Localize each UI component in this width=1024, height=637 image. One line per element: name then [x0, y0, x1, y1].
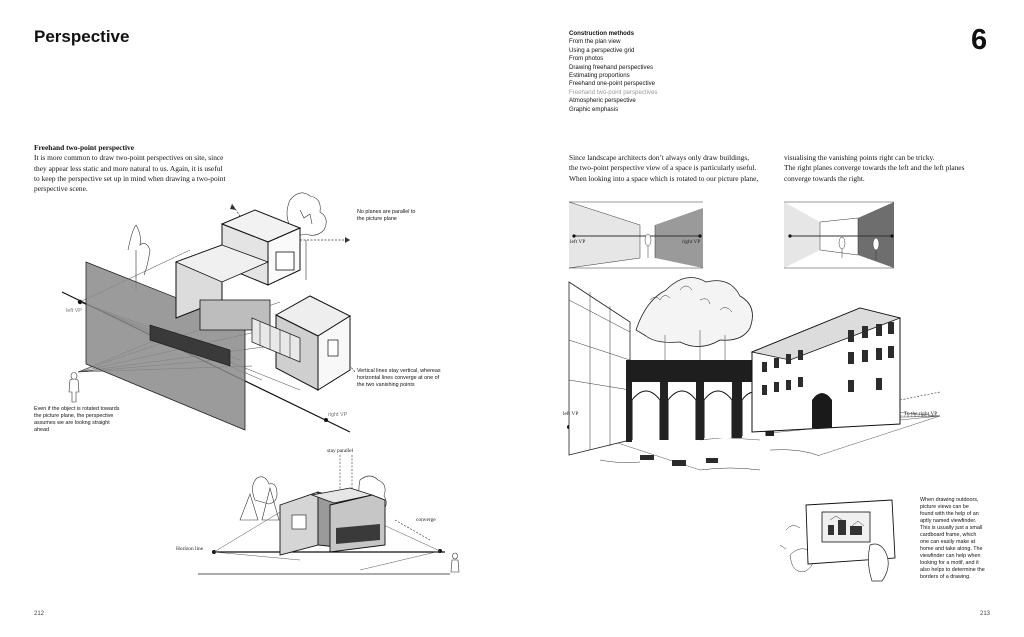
intro-line: to keep the perspective set up in mind w…	[34, 173, 226, 183]
stay-parallel-label: stay parallel	[327, 448, 354, 454]
caption-line: Even if the object is rotated towards	[34, 406, 120, 412]
left-vp-dot	[77, 299, 83, 305]
caption-line: aptly named viewfinder.	[920, 518, 977, 524]
caption-line: horizontal lines converge at one of	[357, 375, 440, 381]
menu-item[interactable]: Atmospheric perspective	[569, 97, 636, 105]
menu-item[interactable]: From the plan view	[569, 38, 621, 46]
caption-line: the picture plane	[357, 216, 397, 222]
hand-sketch	[868, 543, 889, 582]
section-heading: Freehand two-point perspective	[34, 143, 135, 152]
caption-line: This is usually just a small	[920, 525, 983, 531]
intro-line: It is more common to draw two-point pers…	[34, 153, 224, 163]
caption-line: No planes are parallel to	[357, 209, 416, 215]
menu-item[interactable]: Estimating proportions	[569, 72, 630, 80]
body-line: visualising the vanishing points right c…	[784, 153, 935, 162]
right-vp-label: right VP	[328, 412, 348, 418]
scene-left-vp-label: left VP	[563, 411, 579, 417]
page-number-left: 212	[34, 611, 45, 617]
caption-line: borders of a drawing.	[920, 574, 971, 580]
construction-methods-menu: Construction methods From the plan view …	[569, 30, 699, 114]
caption-no-planes: No planes are parallel to the picture pl…	[357, 209, 415, 223]
caption-line: home and take along. The	[920, 546, 983, 552]
caption-vertical-lines: Vertical lines stay vertical, whereas ho…	[357, 368, 441, 389]
caption-line: the two vanishing points	[357, 382, 415, 388]
converge-label: converge	[416, 517, 436, 523]
caption-line: ahead	[34, 427, 49, 433]
caption-line: When drawing outdoors,	[920, 497, 979, 503]
body-line: Since landscape architects don’t always …	[569, 153, 750, 162]
page-title: Perspective	[34, 27, 130, 46]
caption-line: viewfinder can help when	[920, 553, 981, 559]
caption-line: one can easily make at	[920, 539, 976, 545]
intro-text-block: Freehand two-point perspective It is mor…	[34, 143, 264, 194]
page-number-right: 213	[980, 611, 991, 617]
menu-item[interactable]: Graphic emphasis	[569, 105, 619, 113]
caption-line: found with the help of an	[920, 511, 979, 517]
menu-item[interactable]: Drawing freehand perspectives	[569, 63, 654, 71]
intro-line: they appear less static and more natural…	[34, 163, 223, 173]
caption-line: cardboard frame, which	[920, 532, 977, 538]
caption-line: Vertical lines stay vertical, whereas	[357, 368, 441, 374]
body-line: When looking into a space which is rotat…	[569, 173, 759, 183]
viewfinder-caption: When drawing outdoors, picture views can…	[920, 497, 1000, 581]
body-column-1: Since landscape architects don’t always …	[569, 153, 779, 184]
diagram1-right-vp-label: right VP	[682, 239, 701, 245]
body-column-2: visualising the vanishing points right c…	[784, 153, 1004, 184]
intro-line: perspective scene.	[34, 184, 88, 194]
caption-line: looking for a motif, and it	[920, 560, 979, 566]
caption-rotated-object: Even if the object is rotated towards th…	[34, 406, 119, 434]
scene-right-vp-label: To the right VP	[904, 411, 938, 417]
body-line: The right planes converge towards the le…	[784, 163, 965, 173]
caption-line: also helps to determine the	[920, 567, 985, 573]
caption-line: the picture plane, the perspective	[34, 413, 114, 419]
caption-line: picture views can be	[920, 504, 969, 510]
body-line: converge towards the right.	[784, 173, 865, 183]
diagram1-left-vp-label: left VP	[570, 239, 586, 245]
menu-item-active[interactable]: Freehand two-point perspectives	[569, 88, 658, 96]
chapter-number: 6	[971, 24, 988, 56]
right-vp-dot	[324, 418, 328, 422]
arcade-cornice	[626, 360, 788, 382]
observer-figure	[68, 372, 80, 403]
menu-item[interactable]: Using a perspective grid	[569, 46, 635, 54]
menu-item[interactable]: From photos	[569, 55, 604, 63]
horizon-line-label: Horizon line	[176, 546, 204, 552]
caption-line: assumes we are lookng straight	[34, 420, 110, 426]
left-vp-label: left VP	[66, 308, 82, 314]
menu-item[interactable]: Freehand one-point perspective	[569, 80, 656, 88]
menu-heading: Construction methods	[569, 30, 634, 37]
body-line: the two-point perspective view of a spac…	[569, 163, 757, 173]
